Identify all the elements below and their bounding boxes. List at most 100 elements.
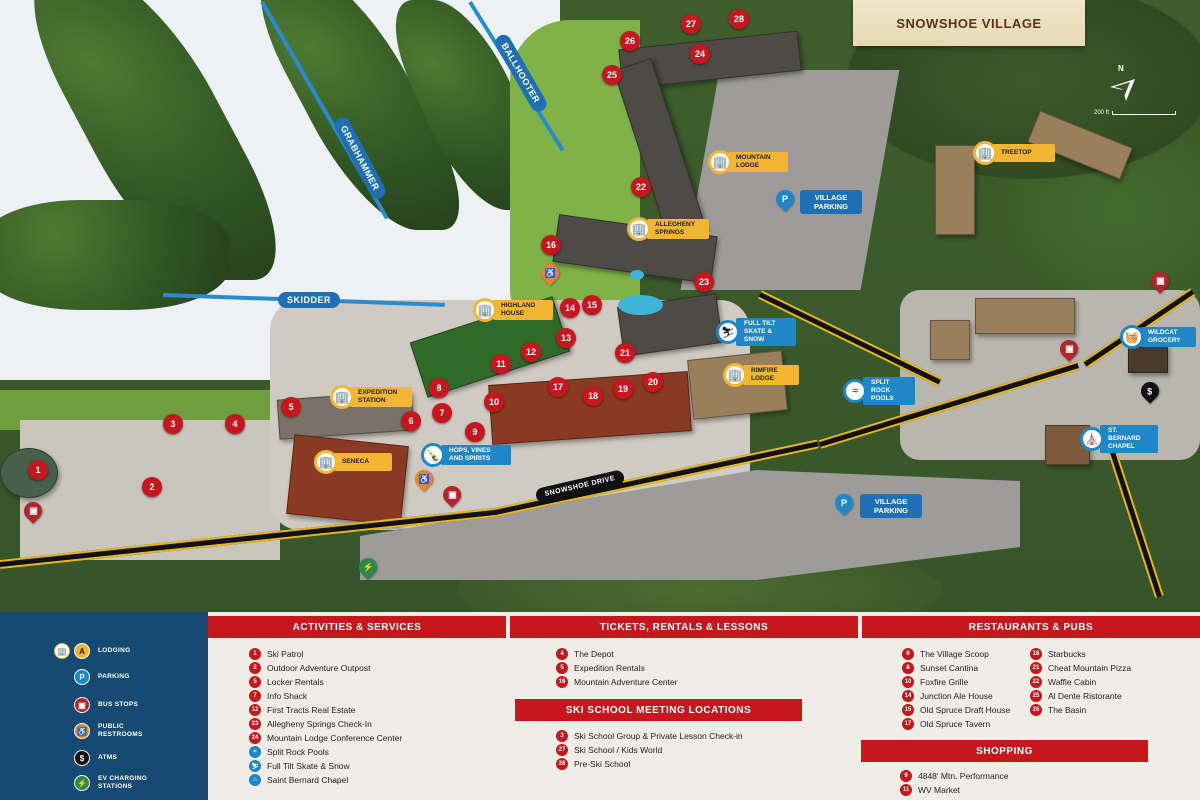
map-number-marker[interactable]: 15: [582, 295, 602, 315]
list-item[interactable]: ≈Split Rock Pools: [249, 745, 402, 759]
lodging-marker-highland-house[interactable]: 🏢HIGHLAND HOUSE: [473, 298, 553, 322]
lodging-marker-rimfire-lodge[interactable]: 🏢RIMFIRE LODGE: [723, 363, 799, 387]
list-item[interactable]: 27 Ski School / Kids World: [556, 743, 743, 757]
map-number-marker[interactable]: 12: [521, 342, 541, 362]
map-number-marker[interactable]: 11: [491, 354, 511, 374]
amenity-marker-full-tilt[interactable]: ⛷FULL TILT SKATE & SNOW: [716, 318, 796, 346]
building-east-2[interactable]: [930, 320, 970, 360]
map-number-marker[interactable]: 4: [225, 414, 245, 434]
lodging-marker-expedition-station[interactable]: 🏢EXPEDITION STATION: [330, 385, 412, 409]
map-number-marker[interactable]: 5: [281, 397, 301, 417]
map-number-marker[interactable]: 27: [681, 14, 701, 34]
map-number-marker[interactable]: 10: [484, 392, 504, 412]
map-number-marker[interactable]: 21: [615, 343, 635, 363]
item-label: Ski School / Kids World: [574, 745, 663, 755]
list-item[interactable]: ⌂Saint Bernard Chapel: [249, 773, 402, 787]
lodging-marker-treetop[interactable]: 🏢TREETOP: [973, 141, 1055, 165]
building-seneca[interactable]: [286, 434, 409, 526]
map-number-marker[interactable]: 1: [28, 460, 48, 480]
lodging-label: HIGHLAND HOUSE: [493, 300, 553, 320]
map-number-marker[interactable]: 20: [643, 372, 663, 392]
map-number-marker[interactable]: 7: [432, 403, 452, 423]
map-number-marker[interactable]: 22: [631, 177, 651, 197]
item-label: 4848' Mtn. Performance: [918, 771, 1009, 781]
parking-label-south[interactable]: VILLAGE PARKING: [860, 494, 922, 518]
map-number-marker[interactable]: 26: [620, 31, 640, 51]
amenity-marker-st-bernard[interactable]: ⛪ST. BERNARD CHAPEL: [1080, 425, 1158, 453]
map-number-marker[interactable]: 17: [548, 377, 568, 397]
item-label: First Tracts Real Estate: [267, 705, 356, 715]
lodging-marker-allegheny-springs[interactable]: 🏢ALLEGHENY SPRINGS: [627, 217, 709, 241]
skateboard-icon: ⛷: [716, 320, 740, 344]
map-number-marker[interactable]: 6: [401, 411, 421, 431]
lodging-marker-seneca[interactable]: 🏢SENECA: [314, 450, 392, 474]
item-label: WV Market: [918, 785, 961, 795]
number-badge: 23: [249, 718, 261, 730]
building-treetop-1[interactable]: [935, 145, 975, 235]
map-number-marker[interactable]: 23: [694, 272, 714, 292]
number-badge: 27: [556, 744, 568, 756]
number-badge: 8: [902, 662, 914, 674]
building-wildcat-grocery[interactable]: [1128, 345, 1168, 373]
restroom-icon: ♿: [544, 267, 556, 278]
ev-charging-icon: ⚡: [362, 561, 374, 572]
map-number-marker[interactable]: 24: [690, 44, 710, 64]
map-number-marker[interactable]: 13: [556, 328, 576, 348]
lodging-icon: 🏢: [627, 217, 651, 241]
number-badge: 4: [556, 648, 568, 660]
lodging-marker-mountain-lodge[interactable]: 🏢MOUNTAIN LODGE: [708, 150, 788, 174]
lodging-icon: 🏢: [473, 298, 497, 322]
map-number-marker[interactable]: 16: [541, 235, 561, 255]
amenity-marker-hops-vines[interactable]: 🍾HOPS, VINES AND SPIRITS: [421, 443, 511, 467]
map-number-marker[interactable]: 28: [729, 9, 749, 29]
basket-icon: 🧺: [1120, 325, 1144, 349]
map-number-marker[interactable]: 2: [142, 477, 162, 497]
amenity-marker-wildcat-grocery[interactable]: 🧺WILDCAT GROCERY: [1120, 325, 1196, 349]
map-number-marker[interactable]: 18: [583, 386, 603, 406]
map-number-marker[interactable]: 9: [465, 422, 485, 442]
list-item[interactable]: ⛷Full Tilt Skate & Snow: [249, 759, 402, 773]
parking-icon: P: [74, 669, 90, 685]
amenity-label: FULL TILT SKATE & SNOW: [736, 318, 796, 346]
lift-label-skidder[interactable]: SKIDDER: [278, 292, 341, 308]
map-number-marker[interactable]: 25: [602, 65, 622, 85]
building-east-1[interactable]: [975, 298, 1075, 334]
map-number-marker[interactable]: 3: [163, 414, 183, 434]
item-label: Pre-Ski School: [574, 759, 631, 769]
lodging-icon: 🏢: [54, 643, 70, 659]
section-header-shopping: SHOPPING: [861, 740, 1148, 762]
map-number-marker[interactable]: 14: [560, 298, 580, 318]
lodging-label: EXPEDITION STATION: [350, 387, 412, 407]
amenity-marker-split-rock[interactable]: ≈SPLIT ROCK POOLS: [843, 377, 915, 405]
pool: [618, 295, 663, 315]
map-number-marker[interactable]: 19: [613, 379, 633, 399]
parking-label-north[interactable]: VILLAGE PARKING: [800, 190, 862, 214]
resort-map[interactable]: GRABHAMMER BALLHOOTER SKIDDER SNOWSHOE D…: [0, 0, 1200, 612]
map-number-marker[interactable]: 8: [429, 378, 449, 398]
